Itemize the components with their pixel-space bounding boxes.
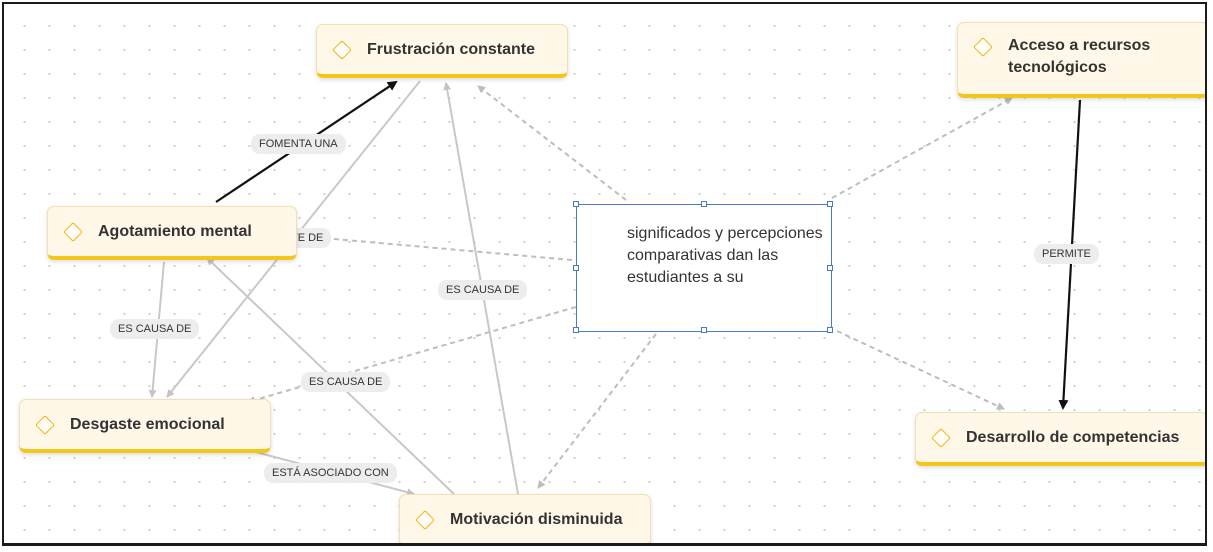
node-frustracion[interactable]: Frustración constante	[316, 24, 568, 78]
node-desarrollo[interactable]: Desarrollo de competencias	[915, 412, 1205, 466]
edge-label-es-causa-motivacion: ES CAUSA DE	[438, 280, 528, 300]
edge-label-asociado: ESTÁ ASOCIADO CON	[264, 463, 397, 483]
diamond-icon	[63, 221, 83, 242]
node-label: Acceso a recursos tecnológicos	[1008, 37, 1151, 76]
diamond-icon	[973, 37, 993, 57]
node-label: Desarrollo de competencias	[966, 428, 1180, 446]
node-label: Desgaste emocional	[70, 415, 225, 433]
edge-label-fomenta: FOMENTA UNA	[251, 134, 346, 154]
resize-handle-left[interactable]	[573, 265, 579, 271]
node-motivacion[interactable]: Motivación disminuida	[399, 494, 651, 543]
resize-handle-right[interactable]	[827, 265, 833, 271]
edge-center-motivacion[interactable]	[537, 333, 657, 489]
central-text-box[interactable]: significados y percepciones comparativas…	[573, 201, 833, 333]
resize-handle-bottom[interactable]	[701, 327, 707, 333]
diamond-icon	[332, 39, 352, 60]
node-label: Frustración constante	[367, 40, 536, 58]
edge-center-frustracion[interactable]	[477, 85, 627, 201]
resize-handle-top-left[interactable]	[573, 201, 579, 207]
edge-label-te-de: TE DE	[289, 228, 332, 248]
edge-label-es-causa-agotamiento: ES CAUSA DE	[110, 319, 200, 339]
node-label: Motivación disminuida	[450, 510, 623, 528]
edge-center-agotamiento[interactable]	[299, 235, 573, 261]
edge-label-permite: PERMITE	[1034, 244, 1099, 264]
edge-center-desarrollo[interactable]	[836, 330, 1005, 410]
edge-label-es-causa-center: ES CAUSA DE	[301, 372, 391, 392]
resize-handle-bottom-left[interactable]	[573, 327, 579, 333]
diamond-icon	[35, 414, 55, 435]
canvas[interactable]: FOMENTA UNA TE DE ES CAUSA DE ES CAUSA D…	[2, 2, 1207, 546]
resize-handle-top[interactable]	[701, 201, 707, 207]
resize-handle-bottom-right[interactable]	[827, 327, 833, 333]
edge-center-desgaste[interactable]	[247, 306, 577, 404]
node-agotamiento[interactable]: Agotamiento mental	[47, 206, 297, 260]
node-desgaste[interactable]: Desgaste emocional	[19, 399, 271, 453]
diamond-icon	[931, 427, 951, 448]
diamond-icon	[415, 509, 435, 530]
node-label: Agotamiento mental	[98, 222, 252, 240]
resize-handle-top-right[interactable]	[827, 201, 833, 207]
edge-center-acceso[interactable]	[831, 97, 1013, 199]
central-text[interactable]: significados y percepciones comparativas…	[627, 225, 823, 286]
node-acceso[interactable]: Acceso a recursos tecnológicos	[957, 22, 1205, 98]
